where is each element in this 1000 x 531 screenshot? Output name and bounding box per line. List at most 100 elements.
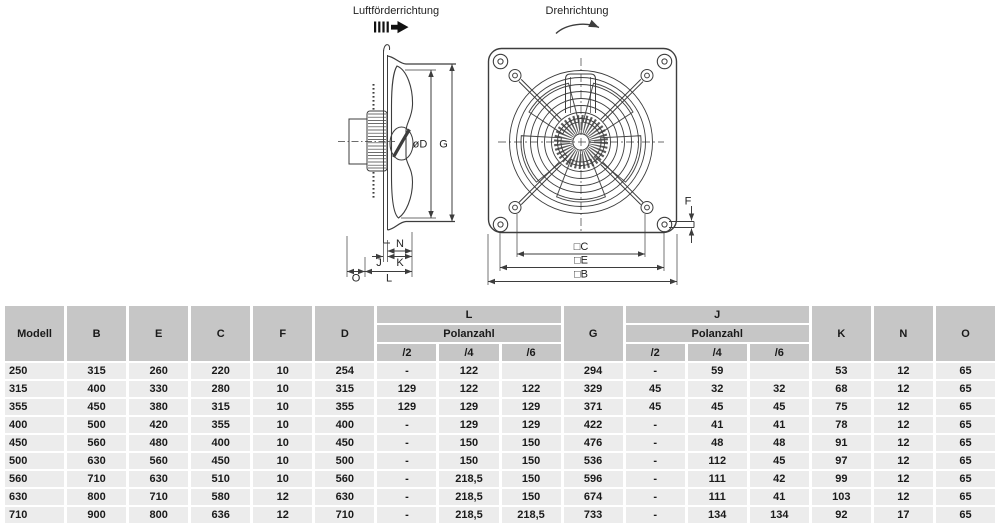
- value-cell: 580: [191, 489, 251, 505]
- value-cell: 480: [129, 435, 189, 451]
- value-cell: 536: [563, 453, 623, 469]
- value-cell: 218,5: [501, 507, 561, 523]
- value-cell: 260: [129, 363, 189, 379]
- value-cell: -: [625, 471, 685, 487]
- value-cell: 10: [253, 381, 313, 397]
- value-cell: 10: [253, 453, 313, 469]
- value-cell: -: [625, 417, 685, 433]
- value-cell: 674: [563, 489, 623, 505]
- value-cell: 122: [439, 381, 499, 397]
- value-cell: 12: [873, 471, 933, 487]
- value-cell: 91: [811, 435, 871, 451]
- header-e: E: [129, 306, 189, 361]
- header-j-group: J: [625, 306, 809, 323]
- value-cell: 59: [687, 363, 747, 379]
- header-n: N: [873, 306, 933, 361]
- dim-label-j: J: [376, 257, 382, 269]
- value-cell: 45: [749, 399, 809, 415]
- dim-label-k: K: [396, 257, 404, 269]
- model-cell: 250: [5, 363, 65, 379]
- header-j-polanzahl: Polanzahl: [625, 325, 809, 342]
- value-cell: -: [625, 435, 685, 451]
- value-cell: 380: [129, 399, 189, 415]
- value-cell: 103: [811, 489, 871, 505]
- value-cell: 65: [935, 489, 995, 505]
- value-cell: 630: [67, 453, 127, 469]
- value-cell: 630: [129, 471, 189, 487]
- value-cell: 500: [315, 453, 375, 469]
- value-cell: 150: [439, 435, 499, 451]
- value-cell: 129: [377, 381, 437, 397]
- value-cell: -: [377, 435, 437, 451]
- value-cell: 12: [253, 489, 313, 505]
- motor-fins: [366, 110, 388, 172]
- header-j-p4: /4: [687, 344, 747, 361]
- front-view: [487, 19, 695, 285]
- header-d: D: [315, 306, 375, 361]
- value-cell: 48: [687, 435, 747, 451]
- value-cell: 329: [563, 381, 623, 397]
- value-cell: 41: [749, 489, 809, 505]
- rotation-arrow-icon: [555, 19, 600, 35]
- value-cell: 800: [129, 507, 189, 523]
- value-cell: 65: [935, 381, 995, 397]
- value-cell: 476: [563, 435, 623, 451]
- value-cell: 422: [563, 417, 623, 433]
- header-g: G: [563, 306, 623, 361]
- value-cell: 12: [873, 489, 933, 505]
- value-cell: 10: [253, 435, 313, 451]
- value-cell: 315: [315, 381, 375, 397]
- value-cell: 218,5: [439, 507, 499, 523]
- value-cell: 560: [67, 435, 127, 451]
- value-cell: 710: [315, 507, 375, 523]
- value-cell: 596: [563, 471, 623, 487]
- model-cell: 315: [5, 381, 65, 397]
- value-cell: 900: [67, 507, 127, 523]
- value-cell: 355: [191, 417, 251, 433]
- value-cell: 111: [687, 489, 747, 505]
- header-l-group: L: [377, 306, 561, 323]
- value-cell: 254: [315, 363, 375, 379]
- mounting-plate: [487, 47, 678, 234]
- value-cell: 45: [687, 399, 747, 415]
- value-cell: 10: [253, 399, 313, 415]
- value-cell: 68: [811, 381, 871, 397]
- value-cell: 65: [935, 363, 995, 379]
- value-cell: [749, 363, 809, 379]
- blade-section: [392, 128, 411, 158]
- value-cell: 92: [811, 507, 871, 523]
- grille-struts: [508, 69, 654, 214]
- value-cell: 12: [873, 399, 933, 415]
- dim-label-c: □C: [574, 241, 589, 253]
- header-l-polanzahl: Polanzahl: [377, 325, 561, 342]
- dim-label-f: F: [685, 196, 692, 208]
- value-cell: -: [625, 363, 685, 379]
- value-cell: 65: [935, 399, 995, 415]
- model-cell: 450: [5, 435, 65, 451]
- value-cell: 330: [129, 381, 189, 397]
- value-cell: 122: [439, 363, 499, 379]
- dim-label-o: O: [352, 273, 361, 285]
- value-cell: 450: [315, 435, 375, 451]
- value-cell: 41: [687, 417, 747, 433]
- value-cell: 10: [253, 417, 313, 433]
- value-cell: 800: [67, 489, 127, 505]
- value-cell: 32: [749, 381, 809, 397]
- value-cell: 41: [749, 417, 809, 433]
- model-cell: 355: [5, 399, 65, 415]
- dim-label-b: □B: [574, 269, 588, 281]
- value-cell: -: [625, 453, 685, 469]
- value-cell: 420: [129, 417, 189, 433]
- value-cell: 150: [501, 471, 561, 487]
- value-cell: 10: [253, 471, 313, 487]
- value-cell: 500: [67, 417, 127, 433]
- value-cell: 99: [811, 471, 871, 487]
- value-cell: 65: [935, 435, 995, 451]
- value-cell: 129: [501, 417, 561, 433]
- value-cell: 630: [315, 489, 375, 505]
